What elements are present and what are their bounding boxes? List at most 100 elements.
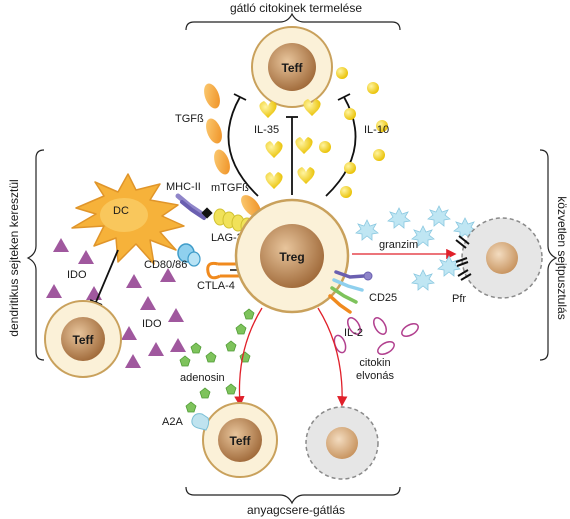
arrow-treg-to-dying-bottom <box>317 307 348 407</box>
il35-molecule <box>303 99 321 116</box>
section-title-top: gátló citokinek termelése <box>230 1 362 15</box>
il2-molecule <box>377 341 395 355</box>
tgfb-molecule <box>204 83 220 109</box>
label-il10: IL-10 <box>364 124 389 136</box>
label-a2a: A2A <box>162 416 183 428</box>
treg-nucleus <box>260 224 324 288</box>
section-title-bottom: anyagcsere-gátlás <box>247 503 345 517</box>
il35-molecule <box>295 137 313 154</box>
adenosin-molecule <box>243 308 255 320</box>
il2-molecule <box>401 323 419 337</box>
treg-cell <box>234 198 350 314</box>
teff-bottom-cell <box>191 402 278 478</box>
tgfb-molecule <box>206 118 222 144</box>
dying-cell-bottom <box>305 406 379 480</box>
cd8086-receptor <box>177 243 201 267</box>
adenosin-molecule <box>199 387 211 399</box>
teff-left-label: Teff <box>72 333 94 347</box>
teff-top-cell <box>251 26 333 108</box>
label-elvonas: elvonás <box>356 370 394 382</box>
adenosin-molecule <box>225 340 237 352</box>
bottom-bracket <box>185 486 401 505</box>
label-ido-2: IDO <box>142 318 162 330</box>
il35-molecule <box>259 101 277 118</box>
label-cd8086: CD80/86 <box>144 259 187 271</box>
perforin-pores <box>455 235 472 281</box>
label-adenosin: adenosin <box>180 372 225 384</box>
mhc2-receptor <box>175 193 213 220</box>
teff-bottom-label: Teff <box>229 434 251 448</box>
ido-molecule <box>78 250 94 264</box>
right-bracket <box>539 149 558 361</box>
ido-molecule <box>160 268 176 282</box>
adenosin-molecule <box>225 383 237 395</box>
il35-molecule <box>265 172 283 189</box>
teff-bottom-nucleus <box>218 418 262 462</box>
cd25-receptors <box>328 270 373 314</box>
dying-target-cell-right <box>455 217 543 299</box>
ido-molecule <box>170 338 186 352</box>
ido-molecule <box>140 296 156 310</box>
dying-nucleus-right <box>486 242 518 274</box>
left-bracket <box>26 149 45 361</box>
label-pfr: Pfr <box>452 293 466 305</box>
section-title-left: dendritikus sejteken keresztül <box>7 179 21 336</box>
label-ido-1: IDO <box>67 269 87 281</box>
label-ctla4: CTLA-4 <box>197 280 235 292</box>
il35-molecules <box>259 99 321 189</box>
il10-molecule <box>373 149 385 161</box>
il10-molecule <box>336 67 348 79</box>
mtgfb-molecule <box>241 195 261 217</box>
il35-molecule <box>265 141 283 158</box>
il35-molecule <box>297 167 315 184</box>
il10-molecule <box>344 108 356 120</box>
inhibition-arcs-top <box>227 93 357 197</box>
il2-molecule <box>347 317 361 335</box>
treg-label: Treg <box>279 250 304 264</box>
a2a-receptor <box>191 413 210 431</box>
ido-molecule <box>125 354 141 368</box>
teff-top-label: Teff <box>281 61 303 75</box>
ido-molecule <box>53 238 69 252</box>
granzim-molecule <box>427 205 451 227</box>
granzim-molecule <box>387 207 411 229</box>
adenosin-molecule <box>205 351 217 363</box>
adenosin-molecule <box>185 401 197 413</box>
adenosin-molecule <box>179 355 191 367</box>
top-bracket <box>185 12 401 31</box>
il10-molecule <box>376 120 388 132</box>
label-mtgfb: mTGFß <box>211 182 249 194</box>
dendritic-cell <box>71 173 185 265</box>
teff-top-nucleus <box>268 43 316 91</box>
adenosin-molecule <box>190 342 202 354</box>
label-il2: IL-2 <box>344 327 363 339</box>
label-tgfb: TGFß <box>175 113 204 125</box>
granzim-molecule <box>355 219 379 241</box>
adenosin-molecule <box>235 323 247 335</box>
ido-molecule <box>168 308 184 322</box>
granzim-molecule <box>411 225 435 247</box>
label-mhc2: MHC-II <box>166 181 201 193</box>
label-granzim: granzim <box>379 239 418 251</box>
section-title-right: közvetlen sejtpusztulás <box>555 196 569 319</box>
ido-molecule <box>121 326 137 340</box>
il10-molecule <box>344 162 356 174</box>
teff-left-cell <box>44 300 122 378</box>
tgfb-molecule <box>214 149 230 175</box>
adenosin-molecules <box>179 308 255 413</box>
il10-molecules <box>319 67 388 198</box>
label-cd25: CD25 <box>369 292 397 304</box>
il10-molecule <box>340 186 352 198</box>
label-lag3: LAG-3 <box>211 232 243 244</box>
ido-molecule <box>46 284 62 298</box>
granzim-molecule <box>437 255 461 277</box>
teff-left-nucleus <box>61 317 105 361</box>
dying-nucleus-bottom <box>326 427 358 459</box>
il10-molecule <box>319 141 331 153</box>
label-citokin: citokin <box>359 357 390 369</box>
dc-label: DC <box>113 205 129 217</box>
tgfb-molecules <box>204 83 261 217</box>
label-il35: IL-35 <box>254 124 279 136</box>
ido-molecule <box>126 274 142 288</box>
